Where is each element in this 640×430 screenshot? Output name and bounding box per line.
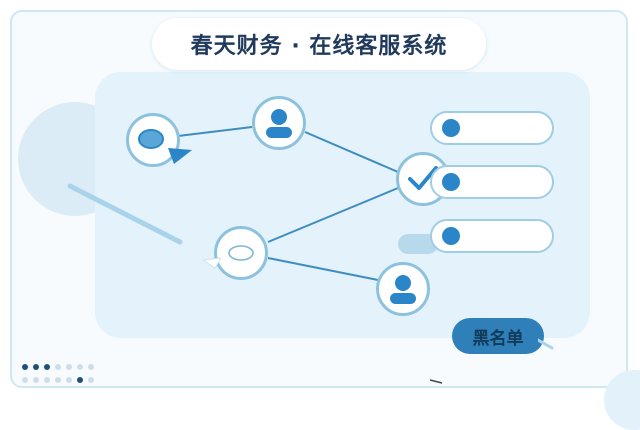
status-dot-icon [442,173,460,191]
link-chat-to-user1 [177,126,253,137]
empty-chat-tail-icon [203,257,222,269]
page-dot[interactable] [77,377,83,383]
chat-tail-icon [168,148,192,164]
empty-chat-bubble-icon [228,245,254,261]
page-dot[interactable] [55,364,61,370]
page-dot[interactable] [33,364,39,370]
link-user1-to-check [304,131,399,173]
page-dot[interactable] [88,377,94,383]
status-dot-icon [442,119,460,137]
link-empty-to-user2 [267,257,379,281]
user-node-bottom [376,262,430,316]
user-icon [390,275,416,304]
page-dot[interactable] [22,377,28,383]
page-dot[interactable] [33,377,39,383]
empty-chat-node [214,226,268,280]
page-dot[interactable] [22,364,28,370]
page-title: 春天财务 · 在线客服系统 [190,34,448,59]
page-dot[interactable] [88,364,94,370]
page-dot[interactable] [77,364,83,370]
contact-list-item[interactable] [430,111,554,145]
status-dot-icon [442,227,460,245]
blacklist-button[interactable]: 黑名单 [452,318,544,354]
contact-list-item[interactable] [430,219,554,253]
page-dot[interactable] [66,377,72,383]
badge-tail-icon [538,338,554,350]
title-banner: 春天财务 · 在线客服系统 [152,18,486,70]
page-dot[interactable] [66,364,72,370]
decorative-dash [429,379,443,384]
chat-bubble-icon [138,129,164,149]
blacklist-label: 黑名单 [472,328,524,349]
page-dot[interactable] [44,377,50,383]
contact-list-item[interactable] [430,165,554,199]
user-icon [266,109,292,138]
page-dot[interactable] [55,377,61,383]
decorative-stroke [67,183,183,245]
connection-lines [67,126,443,384]
page-dot[interactable] [44,364,50,370]
link-empty-to-check [267,187,399,243]
user-node-top [252,96,306,150]
chat-node [126,113,180,167]
decorative-pill [398,234,438,254]
